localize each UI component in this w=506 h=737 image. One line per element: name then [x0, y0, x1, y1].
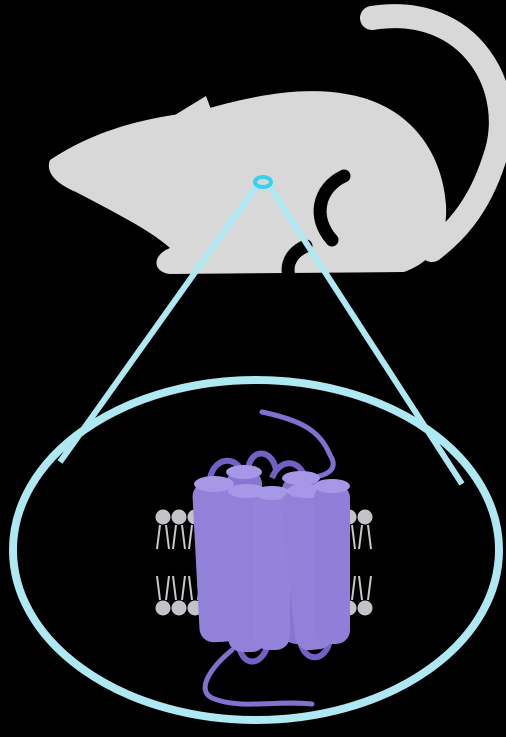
helix-5: [314, 479, 350, 644]
lipid-head: [156, 510, 171, 525]
lipid-head: [172, 601, 187, 616]
lipid-head: [172, 510, 187, 525]
lipid-head: [358, 510, 373, 525]
lipid-head: [156, 601, 171, 616]
lipid-head: [358, 601, 373, 616]
